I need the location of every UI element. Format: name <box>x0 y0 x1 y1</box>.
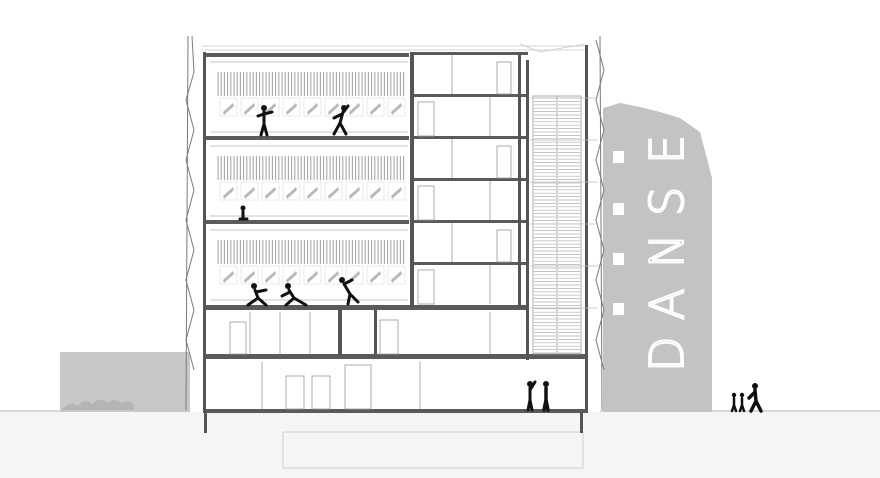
dancer-icon <box>332 104 350 136</box>
balcony-rails <box>530 97 598 309</box>
dancer-icon <box>339 277 360 306</box>
pedestrian-icon <box>730 392 738 413</box>
dancer-figures <box>238 104 763 413</box>
neighbor-windows <box>613 151 624 315</box>
stair-icon <box>532 95 582 355</box>
sign-letter: N <box>640 234 694 268</box>
pedestrian-icon <box>542 381 550 412</box>
ground-plane <box>0 410 880 478</box>
basement-outline <box>282 431 584 469</box>
facade-mesh <box>185 35 605 411</box>
building-interior <box>190 44 600 412</box>
dancer-icon <box>280 283 308 307</box>
pedestrian-icon <box>738 392 746 413</box>
pedestrian-icon <box>526 380 537 412</box>
structural-walls <box>203 45 588 433</box>
roof-canopy <box>202 43 586 53</box>
pedestrian-icon <box>747 383 763 413</box>
sign-letter: E <box>640 135 694 164</box>
floor-slabs <box>203 52 588 413</box>
sign-letter: A <box>640 289 694 320</box>
sign-letter: D <box>640 337 694 372</box>
ceiling-acoustic-hatching <box>210 61 408 301</box>
low-building-vegetation <box>62 399 134 410</box>
sign-letter: S <box>640 187 694 216</box>
interior-partitions <box>229 55 512 410</box>
dancer-icon <box>256 105 274 137</box>
neighbor-building <box>603 103 712 412</box>
dancer-icon <box>246 283 268 307</box>
dancer-icon <box>238 205 249 221</box>
